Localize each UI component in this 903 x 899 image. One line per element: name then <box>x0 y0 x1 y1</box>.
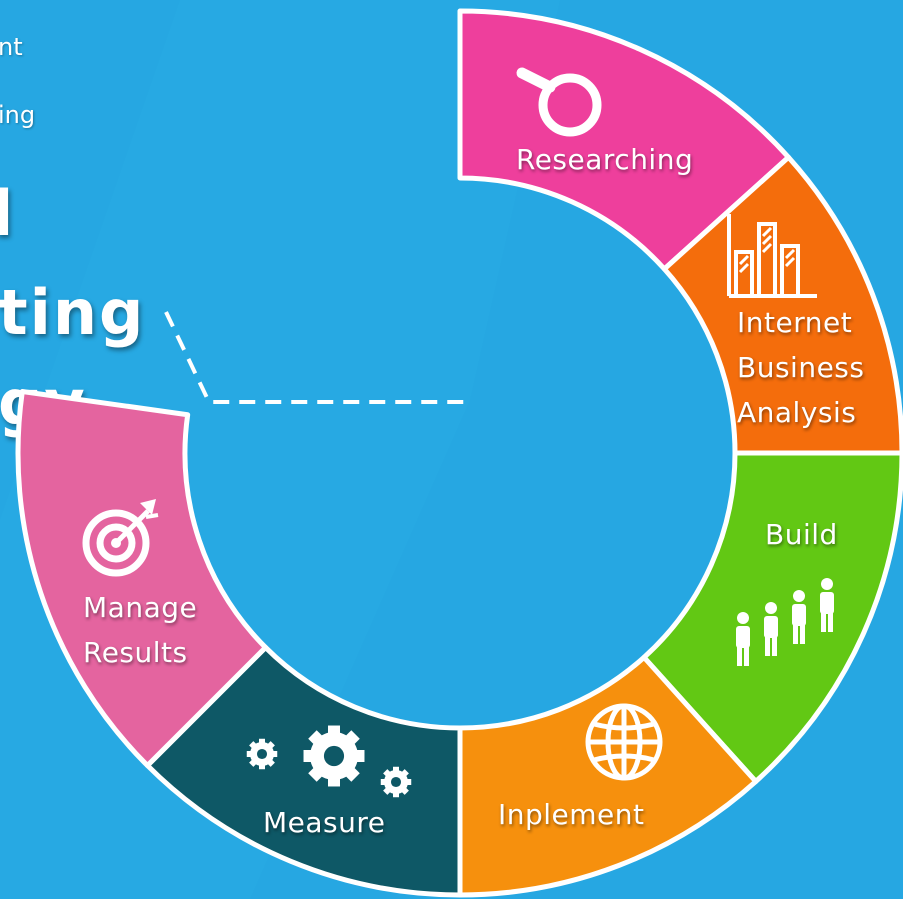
manage-label-line1: Manage <box>83 591 198 624</box>
person-figure <box>792 590 806 644</box>
connector-dashed-line <box>164 311 468 404</box>
gear-shape <box>246 738 278 770</box>
segment-label-manage: Manage Results <box>83 585 197 675</box>
target-icon <box>82 499 159 577</box>
analysis-label-line1: Internet <box>737 306 853 339</box>
person-figure <box>764 602 778 656</box>
build-label: Build <box>765 518 838 551</box>
segment-label-implement: Inplement <box>498 792 645 837</box>
analysis-label-line3: Analysis <box>737 396 857 429</box>
segment-label-researching: Researching <box>516 137 693 182</box>
partial-title-line2: ting <box>0 276 146 349</box>
researching-label: Researching <box>516 143 694 176</box>
manage-label-line2: Results <box>83 636 188 669</box>
partial-text-line1: nt <box>0 33 23 61</box>
people-growth-icon <box>736 578 834 666</box>
segment-manage <box>15 388 269 769</box>
person-figure <box>820 578 834 632</box>
measure-label: Measure <box>263 806 386 839</box>
segment-researching <box>457 8 791 272</box>
bar-chart-icon <box>727 214 817 298</box>
partial-title-line1: l <box>0 177 16 250</box>
gears-icon <box>246 725 412 798</box>
segment-label-build: Build <box>765 512 838 557</box>
person-figure <box>736 612 750 666</box>
partial-text-line2: ing <box>0 101 36 129</box>
segment-label-measure: Measure <box>263 800 386 845</box>
gear-shape <box>303 725 365 787</box>
segment-label-analysis: Internet Business Analysis <box>737 300 864 435</box>
implement-label: Inplement <box>498 798 645 831</box>
analysis-label-line2: Business <box>737 351 865 384</box>
magnifier-icon <box>516 67 602 137</box>
gear-shape <box>380 766 412 798</box>
wheel-segments <box>15 8 903 898</box>
globe-icon <box>585 703 663 781</box>
